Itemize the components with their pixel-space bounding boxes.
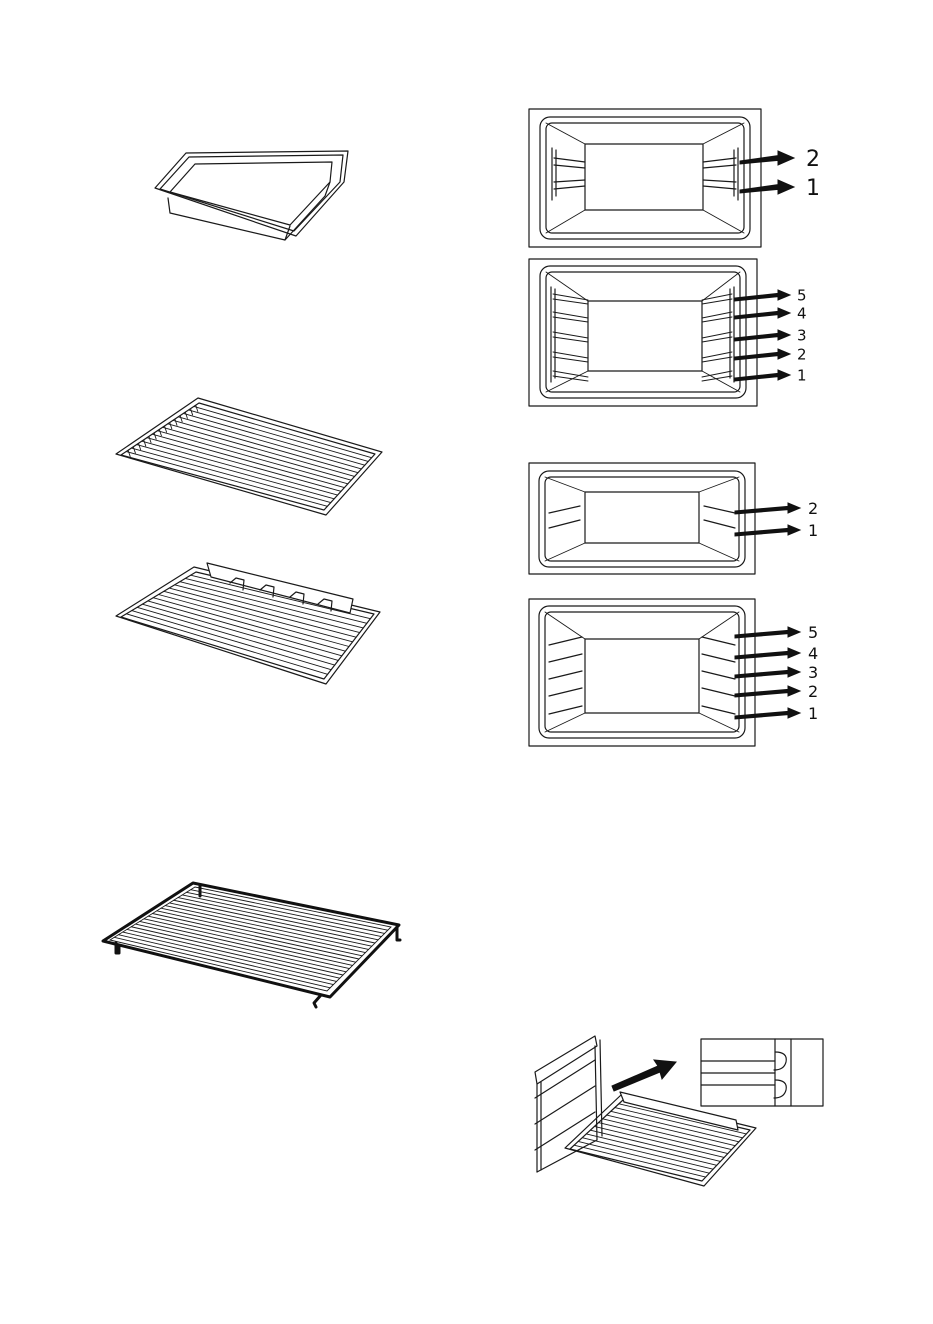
diagram-d-level-label-2: 2: [808, 682, 818, 701]
baking-tray-illustration: [155, 151, 348, 240]
diagram-b-arrow-1: [735, 370, 790, 381]
oven-diagram-wire-supports-5-levels: 5 432 1: [529, 599, 818, 746]
diagram-d-level-label-4: 4: [808, 644, 818, 663]
diagram-b-level-label-2: 2: [797, 345, 807, 363]
diagram-a-arrow-1: [740, 180, 794, 194]
diagram-a-level-label-1: 1: [806, 176, 820, 201]
shelf-insertion-illustration: [535, 1036, 823, 1186]
wire-shelf-with-bar-illustration: [116, 563, 380, 684]
diagram-b-arrow-2: [735, 349, 790, 360]
diagram-b-level-label-1: 1: [797, 366, 807, 384]
oven-diagram-runner-rails-2-levels: 21: [529, 109, 820, 247]
wire-shelf-illustration: [116, 398, 382, 515]
diagram-b-level-label-4: 4: [797, 304, 807, 322]
diagram-d-level-label-5: 5: [808, 623, 818, 642]
diagram-b-level-label-3: 3: [797, 326, 807, 344]
diagram-b-arrow-5: [735, 290, 790, 301]
diagram-d-level-label-3: 3: [808, 663, 818, 682]
diagram-d-level-label-1: 1: [808, 704, 818, 723]
oven-diagram-runner-rails-5-levels: 54 32 1: [529, 259, 807, 406]
diagram-a-arrow-2: [740, 151, 794, 165]
diagram-b-level-label-5: 5: [797, 286, 807, 304]
diagram-b-arrow-3: [735, 330, 790, 341]
diagram-b-arrow-4: [735, 308, 790, 319]
oven-diagram-wire-supports-2-levels: 21: [529, 463, 818, 574]
grill-rack-illustration: [103, 883, 400, 1007]
diagram-c-level-label-2: 2: [808, 499, 818, 518]
diagram-a-level-label-2: 2: [806, 147, 820, 172]
diagram-c-level-label-1: 1: [808, 521, 818, 540]
